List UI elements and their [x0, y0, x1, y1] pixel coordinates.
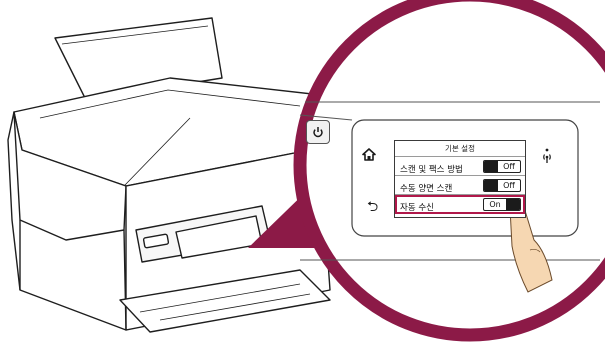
toggle-knob [506, 199, 520, 210]
row-label: 자동 수신 [400, 203, 434, 213]
toggle-state: Off [503, 181, 515, 190]
home-icon[interactable] [362, 146, 376, 165]
menu-row-scan-fax-method[interactable]: 스캔 및 팩스 방법 Off [395, 157, 525, 176]
power-button[interactable] [306, 120, 330, 144]
toggle-switch[interactable]: On [483, 198, 521, 211]
printer-body [7, 17, 331, 333]
toggle-knob [484, 161, 498, 172]
back-arrow-icon[interactable]: ⮌ [367, 199, 379, 215]
screen-title: 기본 설정 [395, 141, 525, 157]
control-panel-screen: 기본 설정 스캔 및 팩스 방법 Off 수동 양면 스캔 Off 자동 수신 … [394, 140, 526, 218]
row-label: 스캔 및 팩스 방법 [400, 165, 463, 175]
wireless-icon [540, 148, 554, 168]
power-icon [313, 127, 323, 138]
row-label: 수동 양면 스캔 [400, 184, 453, 194]
menu-row-auto-answer[interactable]: 자동 수신 On [395, 195, 525, 214]
toggle-knob [484, 180, 498, 191]
toggle-switch[interactable]: Off [483, 160, 521, 173]
toggle-state: On [489, 200, 501, 209]
menu-row-manual-duplex-scan[interactable]: 수동 양면 스캔 Off [395, 176, 525, 195]
toggle-state: Off [503, 162, 515, 171]
toggle-switch[interactable]: Off [483, 179, 521, 192]
